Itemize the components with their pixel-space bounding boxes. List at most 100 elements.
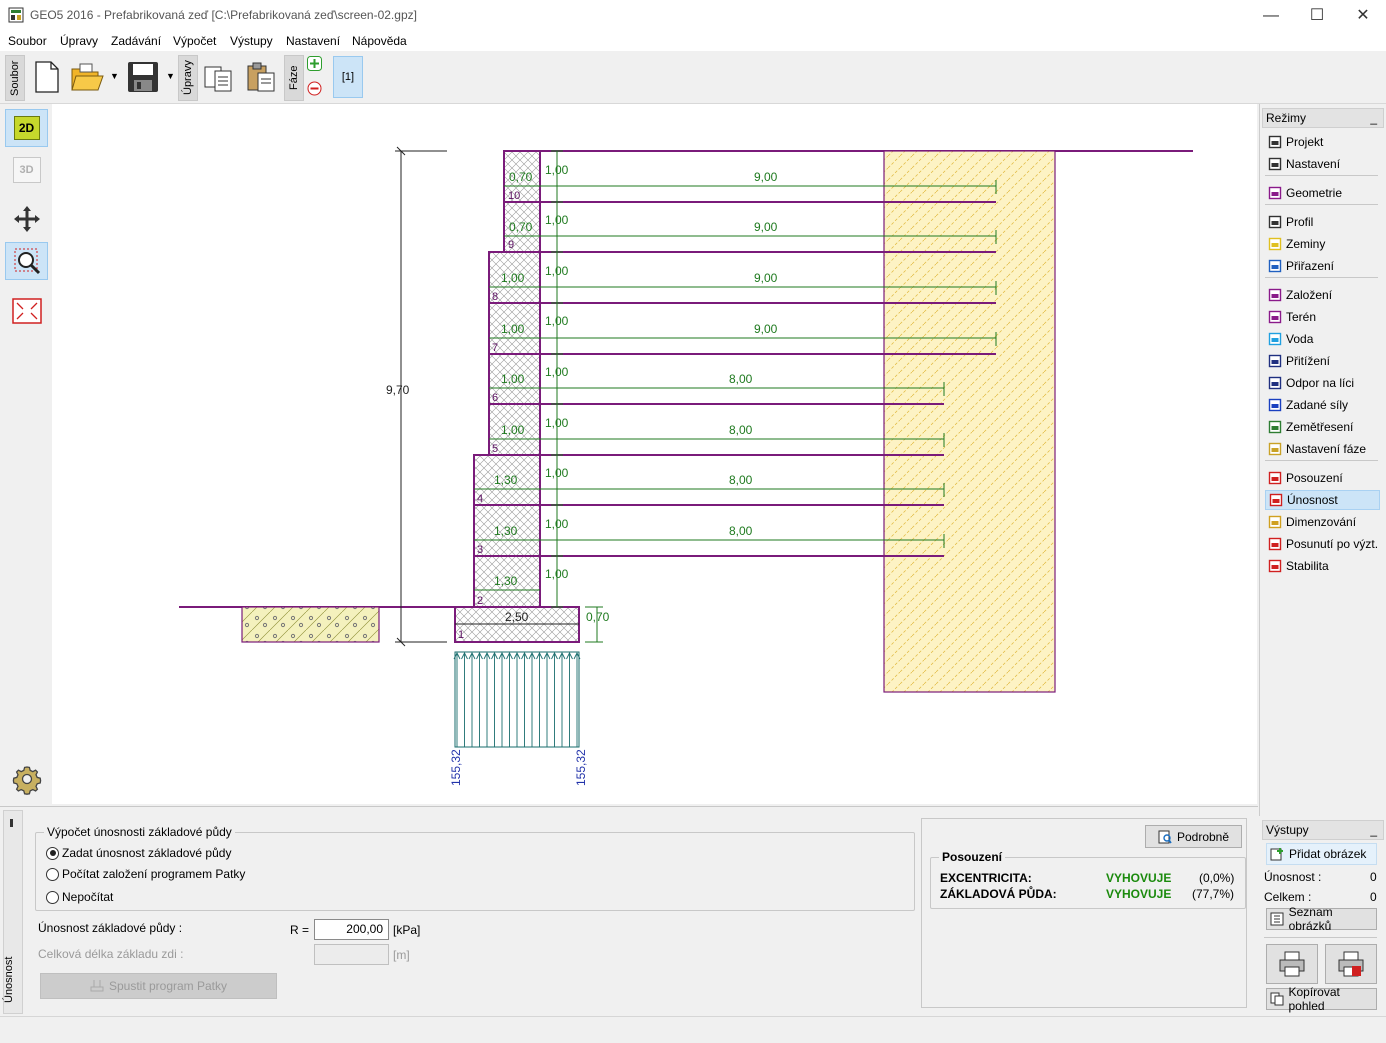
save-dropdown-icon[interactable]: ▼	[166, 71, 175, 81]
mode-item-16[interactable]: Únosnost	[1265, 490, 1380, 510]
mode-item-13[interactable]: Zemětřesení	[1265, 417, 1378, 437]
mode-separator	[1265, 204, 1378, 205]
print-button[interactable]	[1266, 944, 1318, 984]
mode-item-5[interactable]: Zeminy	[1265, 234, 1378, 254]
outputs-title: Výstupy	[1266, 823, 1309, 837]
open-dropdown-icon[interactable]: ▼	[110, 71, 119, 81]
geometry-icon	[1268, 186, 1282, 200]
paste-icon[interactable]	[244, 57, 278, 97]
mode-item-2[interactable]: Nastavení	[1265, 154, 1378, 174]
mode-item-10[interactable]: Přitížení	[1265, 351, 1378, 371]
mode-item-19[interactable]: Stabilita	[1265, 556, 1378, 576]
mode-label: Nastavení	[1286, 157, 1341, 171]
segment-height-label-10: 1,00	[545, 163, 569, 177]
reinforcement-length-6: 8,00	[729, 372, 753, 386]
menu-soubor[interactable]: Soubor	[8, 34, 47, 48]
bottom-side-tab[interactable]	[3, 810, 23, 1014]
segment-height-label-7: 1,00	[545, 314, 569, 328]
mode-item-15[interactable]: Posouzení	[1265, 468, 1378, 488]
settings-gear-icon[interactable]	[5, 760, 48, 798]
stress-arrow-head	[498, 651, 506, 660]
mode-item-7[interactable]: Založení	[1265, 285, 1378, 305]
add-phase-icon[interactable]	[307, 56, 322, 71]
option-enter-bearing[interactable]: Zadat únosnost základové půdy	[46, 844, 231, 862]
remove-phase-icon[interactable]	[307, 81, 322, 96]
option-compute-spread[interactable]: Počítat založení programem Patky	[46, 865, 245, 883]
menu-napoveda[interactable]: Nápověda	[352, 34, 407, 48]
menu-nastaveni[interactable]: Nastavení	[286, 34, 341, 48]
copy-icon[interactable]	[202, 57, 236, 97]
maximize-button[interactable]: ☐	[1309, 7, 1325, 24]
mode-item-14[interactable]: Nastavení fáze	[1265, 439, 1378, 459]
toolbar-group-edit: Úpravy	[178, 55, 198, 101]
view-2d-button[interactable]: 2D	[5, 109, 48, 147]
menu-vypocet[interactable]: Výpočet	[173, 34, 217, 48]
wall-segment-9	[503, 201, 541, 253]
reinforcement-length-7: 9,00	[754, 322, 778, 336]
copy-view-button[interactable]: Kopírovat pohled	[1266, 985, 1377, 1013]
segment-width-label-9: 0,70	[509, 220, 533, 234]
mode-item-11[interactable]: Odpor na líci	[1265, 373, 1378, 393]
drawing-canvas[interactable]: 9,70 2,50 0,70 0,70 0,70 1,00 1,00 1,00 …	[52, 104, 1257, 804]
stress-label-left: 155,32	[449, 749, 463, 786]
details-button[interactable]: Podrobně	[1145, 825, 1242, 848]
menu-vystupy[interactable]: Výstupy	[230, 34, 273, 48]
mode-item-1[interactable]: Projekt	[1265, 132, 1378, 152]
picture-list-button[interactable]: Seznam obrázků	[1266, 905, 1377, 933]
mode-label: Odpor na líci	[1286, 376, 1355, 390]
phase-tab-1[interactable]: [1]	[333, 56, 363, 98]
pin-icon[interactable]	[10, 819, 13, 827]
radio-enter-bearing[interactable]	[46, 846, 59, 860]
stress-arrow-head	[543, 651, 551, 660]
fit-view-icon[interactable]	[5, 292, 48, 330]
wall-length-input[interactable]	[314, 944, 389, 965]
close-button[interactable]: ✕	[1356, 7, 1370, 24]
run-spread-footing-button[interactable]: Spustit program Patky	[40, 973, 277, 999]
mode-item-8[interactable]: Terén	[1265, 307, 1378, 327]
open-folder-icon[interactable]	[70, 57, 104, 97]
collapse-icon[interactable]: _	[1370, 111, 1377, 125]
radio-compute-spread[interactable]	[46, 867, 59, 881]
stress-arrow-head	[468, 651, 476, 660]
earthquake-icon	[1268, 420, 1282, 434]
bearing-capacity-input[interactable]: 200,00	[314, 919, 389, 940]
new-file-icon[interactable]	[30, 57, 64, 97]
details-icon	[1158, 830, 1172, 843]
menu-upravy[interactable]: Úpravy	[60, 34, 99, 48]
toolbar-group-file: Soubor	[5, 55, 25, 101]
save-icon[interactable]	[126, 57, 160, 97]
window-title: GEO5 2016 - Prefabrikovaná zeď [C:\Prefa…	[30, 8, 417, 22]
outputs-divider	[1264, 937, 1377, 938]
zoom-icon[interactable]	[5, 242, 48, 280]
stress-arrow-head	[573, 651, 581, 660]
segment-height-label-3: 1,00	[545, 517, 569, 531]
segment-number-7: 7	[492, 342, 498, 354]
foundation-icon	[1268, 288, 1282, 302]
front-soil	[241, 606, 380, 643]
mode-item-9[interactable]: Voda	[1265, 329, 1378, 349]
check-soil-status: VYHOVUJE	[1106, 887, 1172, 901]
mode-item-17[interactable]: Dimenzování	[1265, 512, 1378, 532]
minimize-button[interactable]: —	[1263, 7, 1279, 24]
mode-item-12[interactable]: Zadané síly	[1265, 395, 1378, 415]
mode-item-3[interactable]: Geometrie	[1265, 183, 1378, 203]
bearing-capacity-label: Únosnost základové půdy :	[38, 921, 183, 935]
radio-do-not-compute[interactable]	[46, 890, 59, 904]
add-picture-button[interactable]: Přidat obrázek	[1266, 843, 1377, 865]
option-do-not-compute[interactable]: Nepočítat	[46, 888, 113, 906]
count-bearing-label: Únosnost :	[1264, 870, 1322, 884]
surcharge-icon	[1268, 354, 1282, 368]
backfill-soil	[883, 150, 1056, 693]
modes-title: Režimy	[1266, 111, 1307, 125]
print-pdf-button[interactable]	[1325, 944, 1377, 984]
view-3d-button[interactable]: 3D	[5, 151, 48, 189]
menu-zadavani[interactable]: Zadávání	[111, 34, 162, 48]
move-icon[interactable]	[5, 200, 48, 238]
mode-item-6[interactable]: Přiřazení	[1265, 256, 1378, 276]
check-eccentricity-value: (0,0%)	[1199, 871, 1235, 885]
mode-item-18[interactable]: Posunutí po výzt.	[1265, 534, 1378, 554]
collapse-icon[interactable]: _	[1370, 823, 1377, 837]
wall-segment-3	[473, 504, 541, 557]
mode-item-4[interactable]: Profil	[1265, 212, 1378, 232]
